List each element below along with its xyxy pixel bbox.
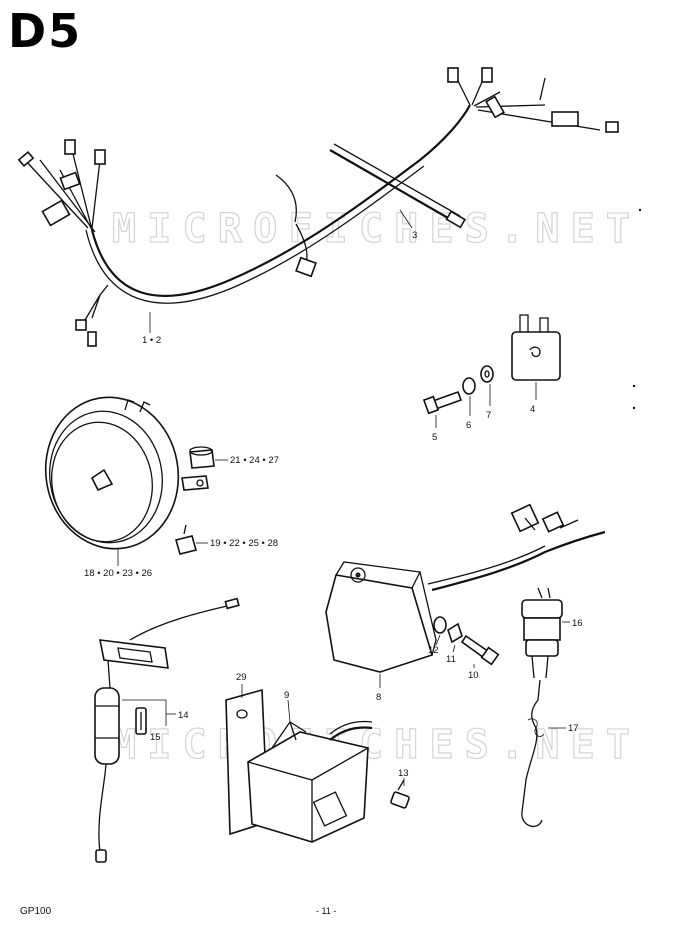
bolt-10-label: 10	[468, 670, 479, 681]
fuse-holder[interactable]: 14	[94, 597, 240, 863]
relay-label: 4	[530, 404, 535, 415]
bolt-10[interactable]: 10	[460, 634, 500, 681]
cdi-label: 9	[284, 690, 289, 701]
washer-11[interactable]: 11	[446, 622, 463, 665]
washer-12[interactable]: 12	[428, 616, 447, 656]
sheet-id: D5	[8, 4, 83, 58]
sub-harness[interactable]: 3	[329, 143, 467, 241]
washer-7-label: 7	[486, 410, 491, 421]
brake-switch[interactable]: 16	[521, 587, 583, 679]
sub-harness-label: 3	[412, 230, 417, 241]
relay[interactable]: 4	[511, 314, 561, 415]
fuse-holder-label: 14	[178, 710, 189, 721]
horn-label: 18 • 20 • 23 • 26	[84, 568, 152, 579]
horn-bolt[interactable]: 19 • 22 • 25 • 28	[175, 524, 278, 555]
watermark-bottom: MICROFICHES.NET	[112, 722, 632, 768]
model-code: GP100	[20, 906, 52, 917]
switch-spring[interactable]: 17	[521, 679, 579, 828]
regulator-label: 8	[376, 692, 381, 703]
cdi-unit[interactable]: 9	[247, 690, 373, 843]
horn-cap[interactable]: 21 • 24 • 27	[189, 446, 279, 469]
page-number: - 11 -	[316, 906, 337, 916]
horn-cap-label: 21 • 24 • 27	[230, 455, 279, 466]
watermark-top: MICROFICHES.NET	[112, 206, 632, 252]
bolt-5[interactable]: 5	[422, 390, 463, 443]
main-wiring-harness[interactable]: 1 • 2	[17, 67, 619, 347]
fuse[interactable]: 15	[135, 707, 161, 743]
washer-6[interactable]: 6	[462, 377, 476, 431]
switch-spring-label: 17	[568, 723, 579, 734]
brake-switch-label: 16	[572, 618, 583, 629]
horn-bolt-label: 19 • 22 • 25 • 28	[210, 538, 278, 549]
washer-11-label: 11	[446, 654, 456, 665]
washer-12-label: 12	[428, 645, 439, 656]
fuse-label: 15	[150, 732, 161, 743]
bolt-13[interactable]: 13	[390, 768, 410, 809]
bolt-13-label: 13	[398, 768, 409, 779]
bolt-5-label: 5	[432, 432, 437, 443]
washer-6-label: 6	[466, 420, 471, 431]
washer-7[interactable]: 7	[480, 365, 494, 421]
bracket-label: 29	[236, 672, 247, 683]
harness-label: 1 • 2	[142, 335, 161, 346]
horn[interactable]: 18 • 20 • 23 • 26	[34, 387, 209, 579]
regulator[interactable]: 8	[325, 503, 606, 703]
